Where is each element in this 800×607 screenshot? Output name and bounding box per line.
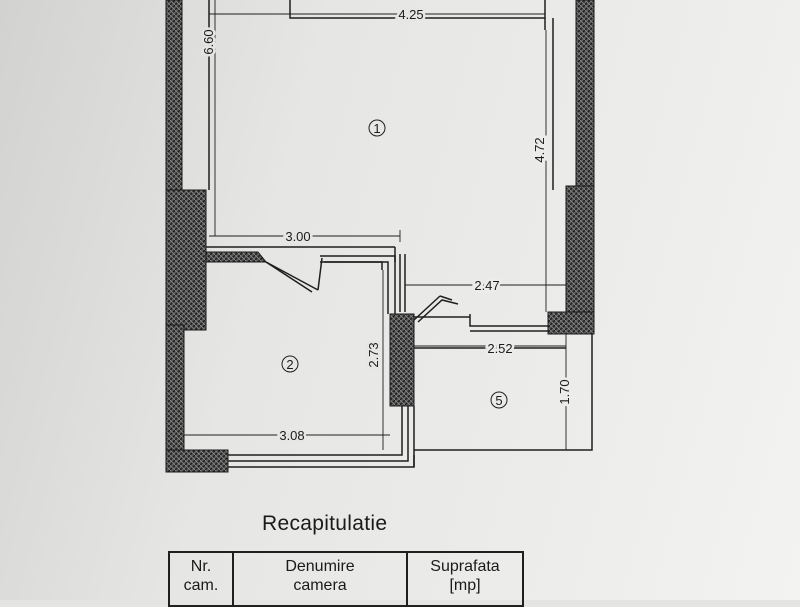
wall-center-pier	[389, 313, 415, 407]
door-bath-leaf	[417, 299, 459, 323]
dim-room1-depth-left: 6.60	[201, 29, 216, 54]
room-marker-1: 1	[368, 119, 386, 137]
wall-left-pier	[165, 189, 207, 331]
col-room-name: Denumire camera	[232, 551, 408, 607]
room-marker-5: 5	[490, 391, 508, 409]
dim-room2-width: 3.08	[279, 428, 304, 443]
wall-bottom-corner	[165, 449, 229, 473]
wall-left-lower	[165, 324, 185, 471]
col-room-number-line2: cam.	[183, 577, 219, 594]
door-room2-leaf	[265, 261, 313, 293]
dim-room1-width: 4.25	[398, 7, 423, 22]
dim-room2-depth: 2.73	[366, 342, 381, 367]
dim-hall-width: 3.00	[285, 229, 310, 244]
col-room-area-line1: Suprafata	[430, 558, 500, 575]
dimension-lines	[184, 0, 567, 450]
summary-title: Recapitulatie	[262, 512, 388, 535]
door-room2	[265, 257, 323, 291]
wall-right-pier	[565, 185, 595, 333]
room-number-1: 1	[373, 121, 380, 136]
summary-header-row: Nr. cam. Denumire camera Suprafata [mp]	[168, 551, 524, 607]
room-number-2: 2	[286, 357, 293, 372]
door-bath	[413, 295, 453, 321]
summary-table: Nr. cam. Denumire camera Suprafata [mp]	[168, 551, 524, 607]
dim-room1-depth-right: 4.72	[532, 137, 547, 162]
dim-room5-width: 2.52	[487, 341, 512, 356]
doors	[265, 257, 459, 323]
wall-left-upper	[165, 0, 183, 196]
col-room-area: Suprafata [mp]	[406, 551, 524, 607]
exterior-walls	[165, 0, 595, 473]
col-room-area-line2: [mp]	[449, 577, 481, 594]
wall-right-upper	[575, 0, 595, 193]
room-marker-2: 2	[281, 355, 299, 373]
wall-right-bottom	[547, 311, 595, 335]
dim-room5-depth: 1.70	[557, 379, 572, 404]
partition-lines	[206, 0, 593, 468]
dim-corridor-width: 2.47	[474, 278, 499, 293]
col-room-name-line1: Denumire	[285, 558, 355, 575]
col-room-number-line1: Nr.	[190, 558, 212, 575]
wall-hall-stub	[205, 251, 268, 263]
col-room-name-line2: camera	[293, 577, 347, 594]
room-number-5: 5	[495, 393, 502, 408]
col-room-number: Nr. cam.	[168, 551, 234, 607]
